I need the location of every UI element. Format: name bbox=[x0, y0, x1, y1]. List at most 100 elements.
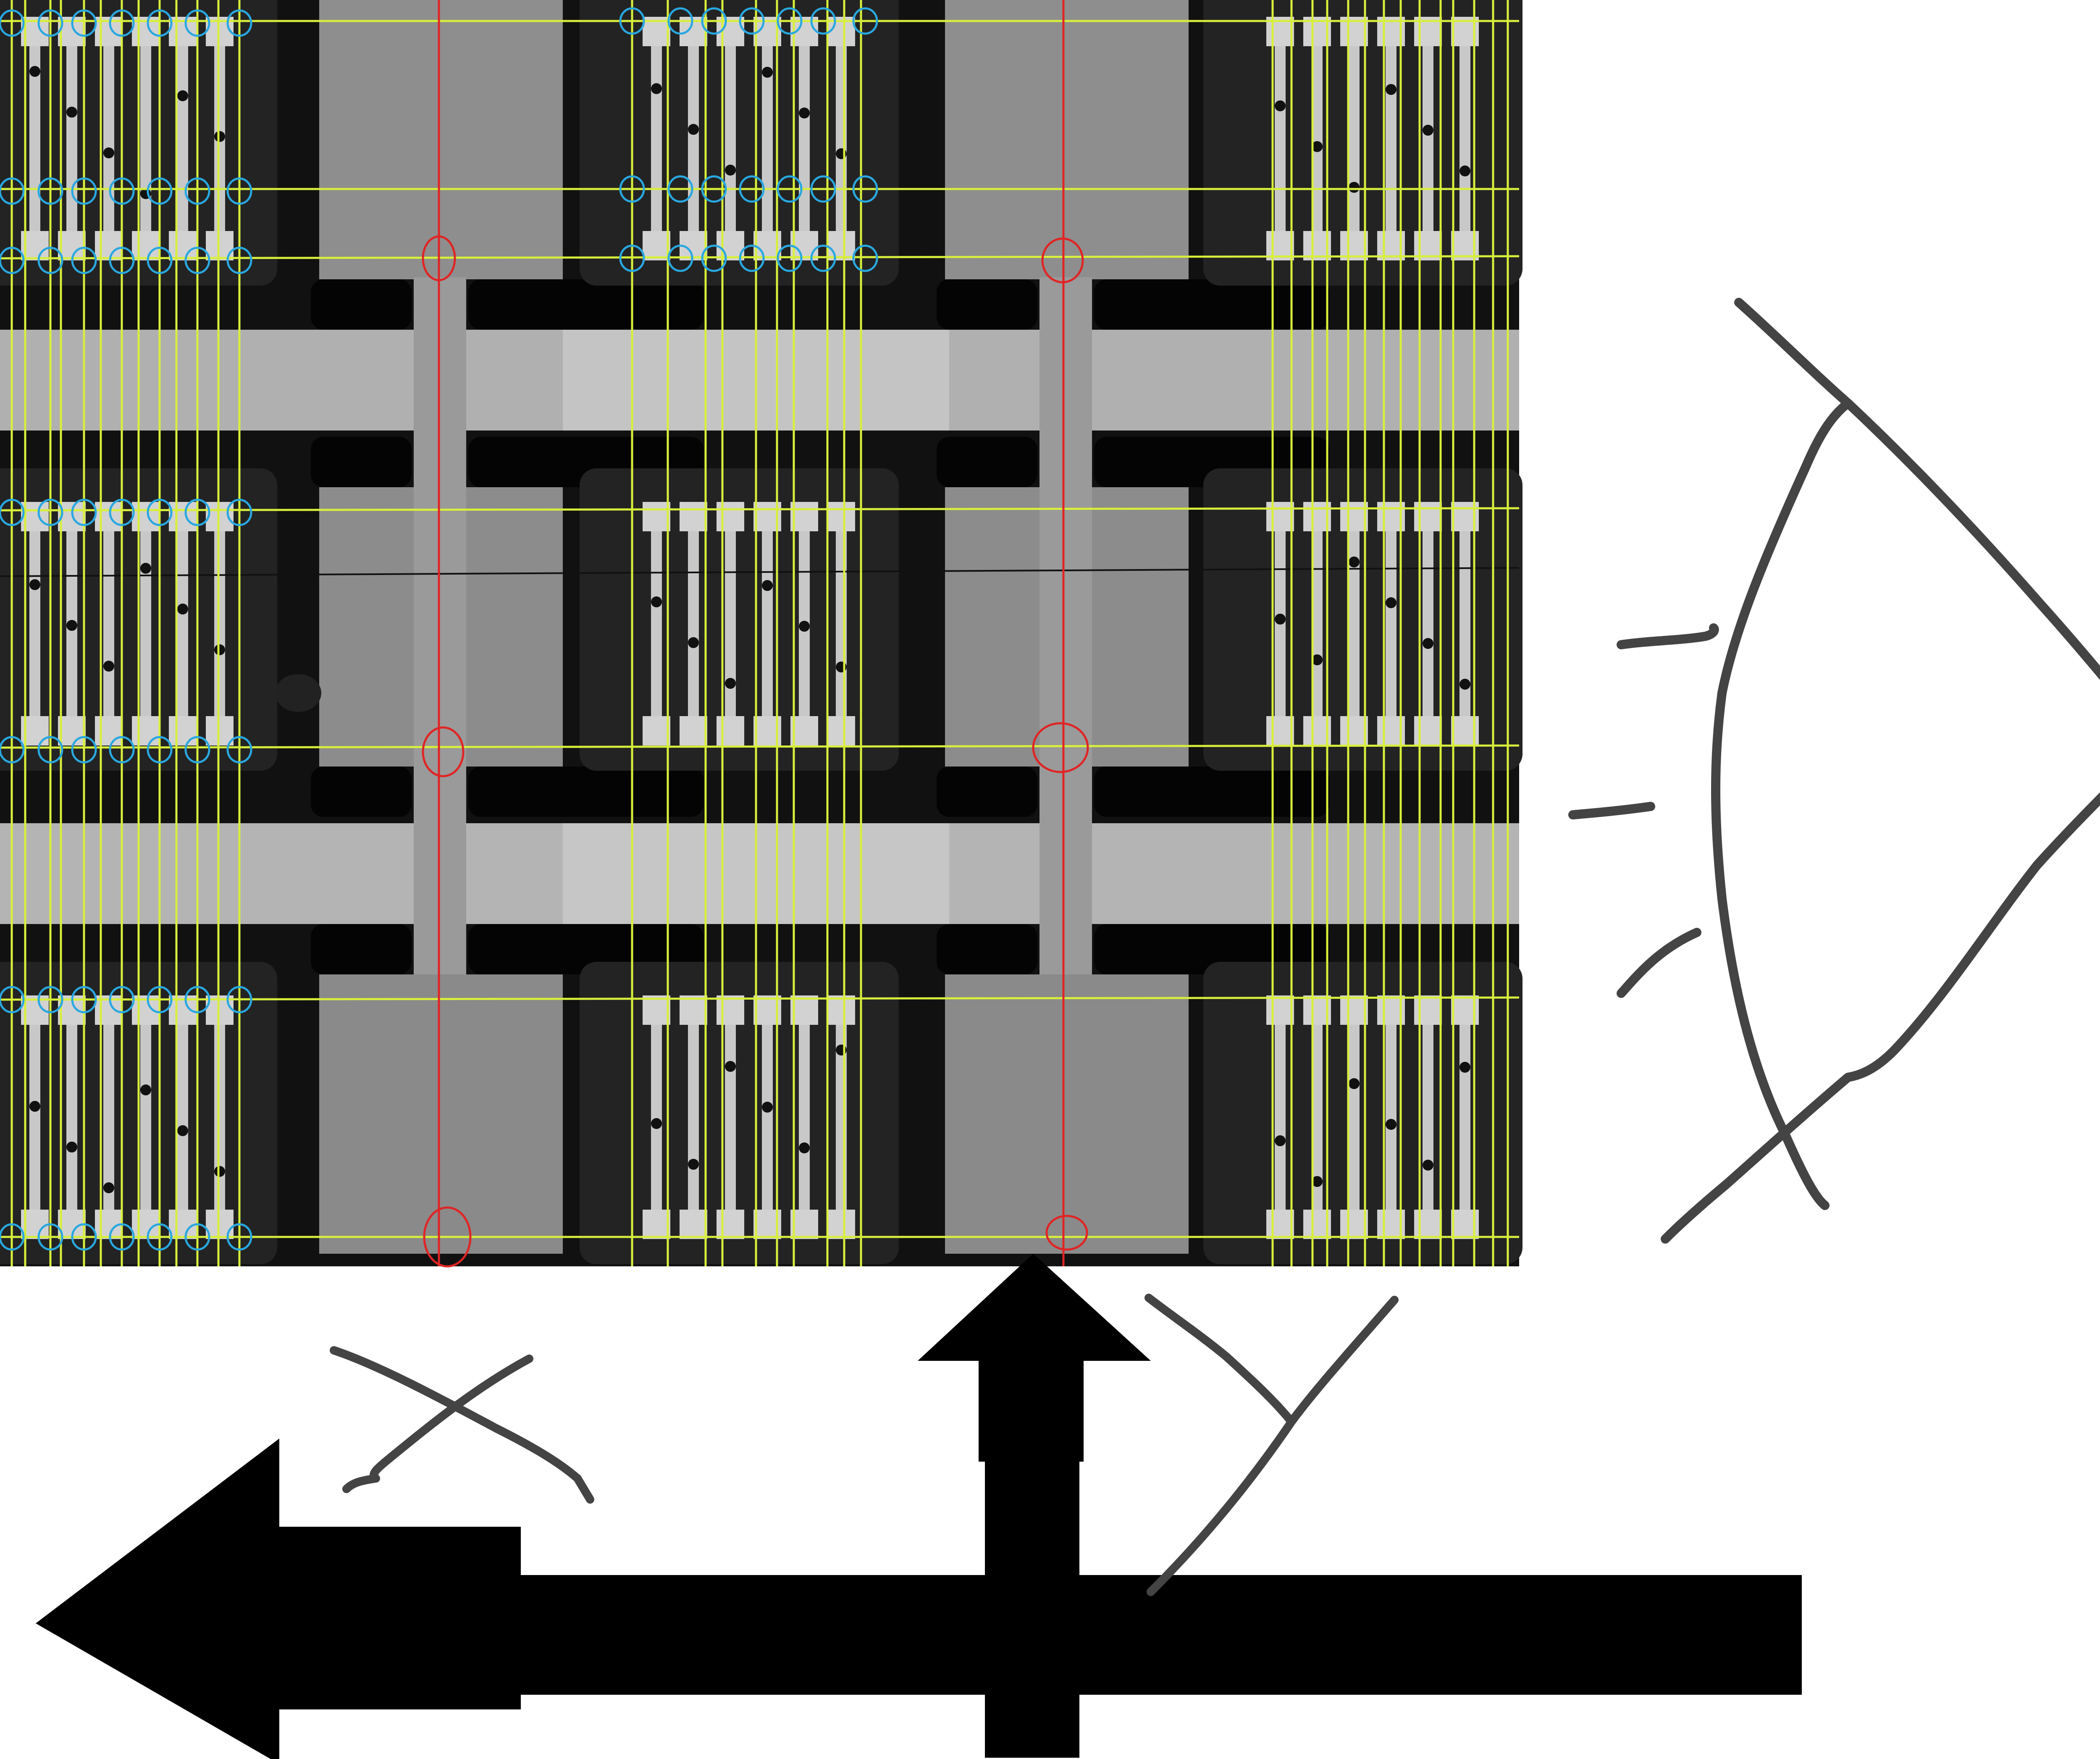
fly bbox=[651, 83, 662, 94]
fly bbox=[799, 108, 810, 118]
chamber bbox=[580, 962, 899, 1264]
blue-marker bbox=[226, 986, 252, 1013]
blue-marker bbox=[37, 177, 63, 205]
yellow-grid-line bbox=[0, 744, 1520, 749]
blue-marker bbox=[147, 986, 173, 1013]
blue-marker bbox=[0, 247, 25, 274]
blue-marker bbox=[0, 499, 25, 526]
blue-marker bbox=[71, 177, 97, 205]
fly bbox=[1312, 141, 1323, 152]
blue-marker bbox=[109, 1223, 135, 1251]
blue-marker bbox=[739, 7, 765, 35]
blue-marker bbox=[0, 736, 25, 764]
strip bbox=[753, 502, 781, 746]
blue-marker bbox=[37, 9, 63, 37]
fly bbox=[66, 107, 77, 118]
y-label-handwritten bbox=[1144, 1294, 1399, 1596]
fly bbox=[214, 1166, 225, 1177]
blue-marker bbox=[147, 9, 173, 37]
blue-marker bbox=[810, 175, 836, 203]
eye-sketch bbox=[1568, 298, 2100, 1244]
blue-marker bbox=[852, 7, 878, 35]
red-marker bbox=[1041, 237, 1084, 284]
fly bbox=[1386, 597, 1396, 608]
strip bbox=[1266, 995, 1294, 1239]
blue-marker bbox=[0, 9, 25, 37]
blue-marker bbox=[37, 986, 63, 1013]
hand-sketch bbox=[36, 298, 2100, 1759]
fly bbox=[688, 1159, 699, 1170]
strip bbox=[643, 502, 670, 746]
blue-marker bbox=[184, 736, 210, 764]
strip bbox=[1340, 995, 1368, 1239]
blue-marker bbox=[226, 736, 252, 764]
fly bbox=[1460, 1062, 1470, 1073]
yellow-grid-line bbox=[0, 255, 1520, 260]
strip bbox=[1266, 502, 1294, 746]
fly bbox=[651, 596, 662, 607]
fly bbox=[688, 124, 699, 135]
fly bbox=[651, 1118, 662, 1129]
strip bbox=[206, 502, 234, 746]
fly bbox=[762, 1102, 773, 1113]
fly bbox=[1423, 1160, 1433, 1171]
chamber bbox=[580, 468, 899, 771]
fly bbox=[1349, 1078, 1360, 1089]
fly bbox=[103, 1182, 114, 1193]
fly bbox=[1386, 1119, 1396, 1130]
blue-marker bbox=[37, 736, 63, 764]
blue-marker bbox=[852, 244, 878, 272]
blue-marker bbox=[184, 9, 210, 37]
fly bbox=[29, 579, 40, 590]
blue-marker bbox=[0, 177, 25, 205]
fly bbox=[29, 1101, 40, 1112]
x-axis-arrow bbox=[36, 1439, 1802, 1759]
red-marker bbox=[1032, 722, 1089, 773]
vertical-panels bbox=[319, 0, 1189, 1254]
blue-marker bbox=[777, 244, 803, 272]
blue-marker bbox=[109, 247, 135, 274]
blue-marker bbox=[147, 177, 173, 205]
blue-marker bbox=[739, 244, 765, 272]
chamber bbox=[0, 0, 277, 286]
fly bbox=[66, 1142, 77, 1153]
blue-marker bbox=[71, 499, 97, 526]
blue-marker bbox=[147, 499, 173, 526]
chamber bbox=[1203, 962, 1522, 1264]
blue-marker bbox=[619, 175, 645, 203]
yellow-grid-line bbox=[0, 996, 1520, 1001]
fly bbox=[725, 165, 736, 176]
yellow-grid-line bbox=[0, 507, 1520, 512]
black-slots bbox=[311, 279, 1329, 974]
strip bbox=[643, 17, 670, 260]
strip bbox=[132, 502, 160, 746]
fly bbox=[103, 661, 114, 672]
blue-marker bbox=[184, 177, 210, 205]
fly bbox=[725, 1061, 736, 1072]
strip bbox=[680, 995, 707, 1239]
blue-marker bbox=[109, 736, 135, 764]
blue-marker bbox=[619, 244, 645, 272]
blue-marker bbox=[667, 7, 693, 35]
strip bbox=[643, 995, 670, 1239]
blue-marker bbox=[701, 244, 727, 272]
fly bbox=[214, 644, 225, 655]
strip bbox=[717, 502, 744, 746]
fly bbox=[29, 66, 40, 77]
blue-marker bbox=[777, 7, 803, 35]
fly bbox=[177, 90, 188, 101]
hair-line bbox=[0, 567, 1520, 577]
blue-marker bbox=[226, 499, 252, 526]
blue-marker bbox=[226, 1223, 252, 1251]
fly bbox=[1460, 679, 1470, 690]
fly bbox=[1460, 165, 1470, 176]
strip bbox=[58, 995, 86, 1239]
blue-marker bbox=[184, 247, 210, 274]
fly bbox=[725, 678, 736, 689]
blue-marker bbox=[184, 1223, 210, 1251]
blue-marker bbox=[37, 247, 63, 274]
fly bbox=[799, 621, 810, 632]
fly bbox=[140, 563, 151, 574]
blue-marker bbox=[109, 986, 135, 1013]
